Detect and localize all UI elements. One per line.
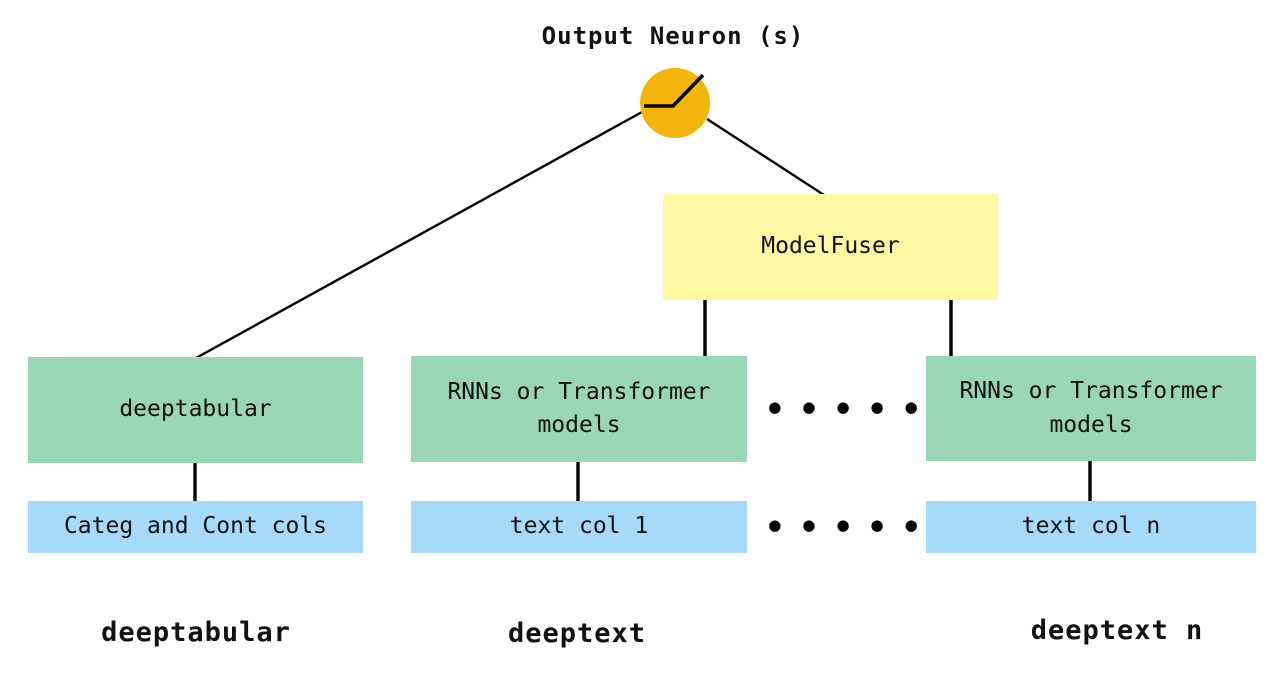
component-label-deeptext: deeptext [507,618,647,649]
text-col-n-label: text col n [1021,513,1161,540]
deeptextn-model-box: RNNs or Transformer models [926,356,1256,461]
output-neuron-icon [640,68,710,138]
ellipsis-dots-inputs: ●●●●● [768,516,939,534]
deeptext1-model-box: RNNs or Transformer models [411,356,747,462]
categ-cont-cols-label: Categ and Cont cols [63,513,328,540]
deeptext1-model-label: RNNs or Transformer models [447,378,711,438]
diagram-title: Output Neuron (s) [541,22,805,50]
component-label-deeptext-n: deeptext n [1030,615,1204,646]
wire-neuron-to-modelfuser [706,117,825,197]
deeptabular-model-box: deeptabular [28,357,363,463]
modelfuser-box: ModelFuser [663,194,998,300]
text-col-1-box: text col 1 [411,501,747,553]
deeptabular-model-label: deeptabular [119,396,272,423]
relu-activation-icon [644,73,705,108]
component-label-deeptabular: deeptabular [101,617,291,648]
deeptextn-model-label: RNNs or Transformer models [959,378,1223,438]
text-col-1-label: text col 1 [509,513,649,540]
text-col-n-box: text col n [926,501,1256,553]
categ-cont-cols-box: Categ and Cont cols [28,501,363,553]
ellipsis-dots-models: ●●●●● [768,398,939,416]
wire-neuron-to-deeptabular [195,110,643,360]
modelfuser-label: ModelFuser [761,233,900,260]
